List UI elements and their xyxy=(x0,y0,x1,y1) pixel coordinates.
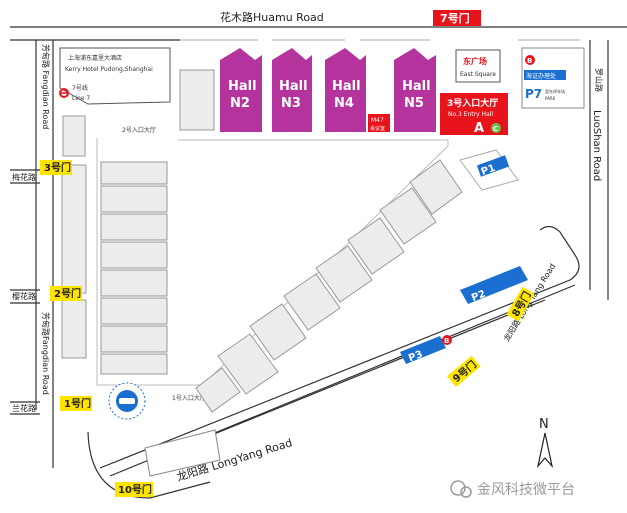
svg-text:East Square: East Square xyxy=(460,71,496,78)
svg-text:10号门: 10号门 xyxy=(118,483,152,496)
luoshan-road-en: LuoShan Road xyxy=(591,110,602,181)
svg-text:海证办理处: 海证办理处 xyxy=(526,72,556,80)
huamu-road-label: 花木路Huamu Road xyxy=(220,11,324,24)
parking-p1[interactable]: P1 xyxy=(459,149,519,191)
hotel-block: 上海浦东嘉里大酒店 Kerry Hotel Pudong,Shanghai xyxy=(59,47,171,105)
svg-text:P1: P1 xyxy=(480,163,497,178)
svg-text:1号门: 1号门 xyxy=(64,397,91,410)
entry-c-icon xyxy=(491,123,501,133)
roundabout xyxy=(108,382,146,420)
lanhua-road-label: 兰花路 xyxy=(12,403,36,413)
hall-n3[interactable]: Hall N3 xyxy=(272,48,312,132)
bottom-building xyxy=(144,429,221,477)
svg-text:2号门: 2号门 xyxy=(54,287,81,300)
fangdian-road-bottom: 芳甸路Fangdian Road xyxy=(41,312,51,395)
svg-text:M47: M47 xyxy=(371,117,384,124)
hotel-name-en: Kerry Hotel Pudong,Shanghai xyxy=(65,66,153,73)
svg-text:B: B xyxy=(527,57,532,65)
yinghua-road-label: 樱花路 xyxy=(12,291,36,301)
hall-n2[interactable]: Hall N2 xyxy=(220,48,262,132)
gate-7[interactable]: 7号门 xyxy=(433,10,481,26)
entry-hall-3-cn: 3号入口大厅 xyxy=(447,97,498,109)
svg-text:7号门: 7号门 xyxy=(440,11,470,25)
svg-text:室东停车场: 室东停车场 xyxy=(545,88,565,94)
gate-9[interactable]: 9号门 xyxy=(447,355,481,388)
fangdian-road-top: 芳甸路 Fangdian Road xyxy=(41,44,51,129)
svg-text:P2: P2 xyxy=(470,289,487,305)
entry-letter-a: A xyxy=(474,121,484,136)
svg-text:Hall: Hall xyxy=(402,79,431,94)
svg-text:N3: N3 xyxy=(281,96,301,111)
road-lines xyxy=(10,26,627,468)
parking-p2[interactable]: P2 xyxy=(460,266,528,304)
gate-3[interactable]: 3号门 xyxy=(40,160,72,175)
svg-text:Hall: Hall xyxy=(332,79,361,94)
watermark-text: 金风科技微平台 xyxy=(477,482,575,498)
gate-1[interactable]: 1号门 xyxy=(60,396,92,411)
hotel-name-cn: 上海浦东嘉里大酒店 xyxy=(68,54,122,62)
svg-text:C: C xyxy=(493,125,498,133)
svg-text:会议室: 会议室 xyxy=(370,125,385,132)
svg-text:B: B xyxy=(444,337,449,345)
meeting-room-m47[interactable]: M47 会议室 xyxy=(368,114,390,132)
east-square[interactable]: 东广场 East Square xyxy=(455,49,501,83)
watermark: 金风科技微平台 xyxy=(450,480,575,498)
svg-text:P3: P3 xyxy=(407,349,424,365)
hall-n5[interactable]: Hall N5 xyxy=(394,48,436,132)
bus-icon-p7 xyxy=(525,55,535,65)
svg-text:N5: N5 xyxy=(404,96,424,111)
west-pavilions xyxy=(61,69,215,375)
svg-text:3号门: 3号门 xyxy=(44,161,71,174)
compass-north-label: N xyxy=(539,417,549,432)
svg-text:PARK: PARK xyxy=(545,96,556,101)
entry-hall-3-en: No.3 Entry Hall xyxy=(448,111,493,118)
svg-text:N4: N4 xyxy=(334,96,354,111)
luoshan-road-cn: 罗山路 xyxy=(594,68,604,92)
gate-2[interactable]: 2号门 xyxy=(50,286,82,301)
svg-text:东广场: 东广场 xyxy=(463,56,487,66)
svg-text:N2: N2 xyxy=(230,96,250,111)
gate-10[interactable]: 10号门 xyxy=(115,482,153,497)
svg-text:Hall: Hall xyxy=(228,79,257,94)
metro-marker: 7号线 Line 7 xyxy=(59,84,90,102)
parking-p7[interactable]: B 海证办理处 P7 室东停车场 PARK xyxy=(521,47,585,109)
compass: N xyxy=(536,417,554,469)
svg-text:Hall: Hall xyxy=(279,79,308,94)
entry-hall-1-label: 1号入口大厅 xyxy=(172,394,206,402)
entry-hall-3[interactable]: 3号入口大厅 No.3 Entry Hall A C xyxy=(440,93,508,136)
metro-line-en: Line 7 xyxy=(72,95,90,102)
metro-line-cn: 7号线 xyxy=(72,84,88,92)
compass-icon xyxy=(536,432,554,469)
svg-text:P7: P7 xyxy=(525,87,542,101)
bus-icon xyxy=(442,335,452,345)
entry-hall-2-label: 2号入口大厅 xyxy=(122,126,156,134)
meihua-road-label: 梅花路 xyxy=(12,172,36,182)
hall-n4[interactable]: Hall N4 xyxy=(325,48,366,132)
wechat-icon xyxy=(450,480,466,496)
diagonal-pavilions xyxy=(195,159,463,413)
parking-p3[interactable]: P3 B xyxy=(400,335,452,364)
